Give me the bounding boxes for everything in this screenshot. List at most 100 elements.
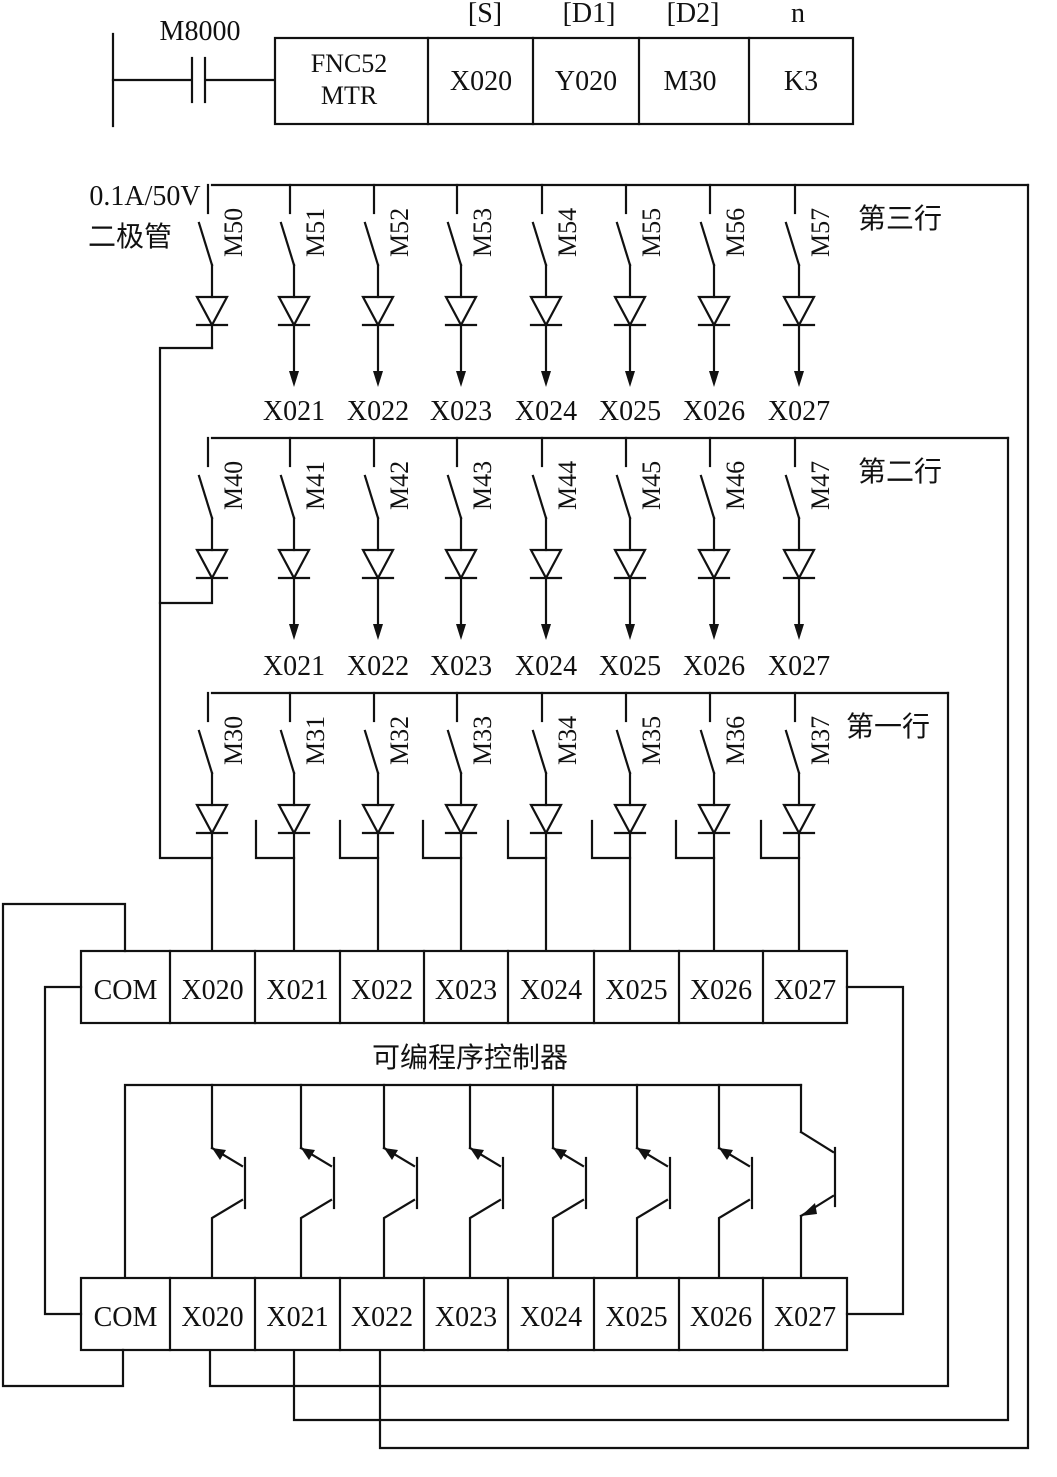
- arrow-head: [373, 624, 383, 640]
- diode-body: [195, 295, 229, 328]
- terminal-x020: X020: [181, 975, 243, 1006]
- terminal-x023: X023: [435, 975, 497, 1006]
- emitter-arrow: [470, 1148, 484, 1160]
- transistor-collector: [717, 1198, 751, 1280]
- arrow-head: [709, 371, 719, 387]
- diode-body: [529, 548, 563, 581]
- row-common-wiring: [158, 183, 1030, 1450]
- row-input-label: X027: [768, 651, 830, 682]
- contact-label: M33: [468, 716, 497, 765]
- matrix-cell: M35: [590, 691, 666, 953]
- diode-body: [444, 548, 478, 581]
- diode-body: [613, 548, 647, 581]
- switch-blade: [615, 474, 632, 520]
- switch-blade: [363, 729, 380, 775]
- contact-label: M35: [637, 716, 666, 765]
- terminal-x023: X023: [435, 1302, 497, 1333]
- diode: [195, 548, 229, 581]
- row-input-label: X023: [430, 651, 492, 682]
- diode: [529, 803, 563, 836]
- terminal-x024: X024: [520, 1302, 582, 1333]
- diode-body: [361, 548, 395, 581]
- diode-body: [529, 803, 563, 836]
- arrow-head: [625, 371, 635, 387]
- row3-return: [378, 183, 1030, 1450]
- matrix-cell: M30: [195, 691, 248, 953]
- matrix-cell: M45: [613, 436, 666, 640]
- row-input-label: X022: [347, 396, 409, 427]
- contact-label: M53: [468, 208, 497, 257]
- arrow-head: [289, 624, 299, 640]
- arrow-head: [709, 624, 719, 640]
- diode-body: [697, 548, 731, 581]
- matrix-cell: M36: [674, 691, 750, 953]
- switch-blade: [279, 474, 296, 520]
- diode-body: [529, 295, 563, 328]
- terminal-x025: X025: [605, 1302, 667, 1333]
- switch-blade: [531, 474, 548, 520]
- row-branch: [506, 819, 548, 860]
- row-branch: [254, 819, 296, 860]
- row-input-label: X022: [347, 651, 409, 682]
- switch-blade: [784, 474, 801, 520]
- diode: [444, 803, 478, 836]
- arrow-head: [373, 371, 383, 387]
- contact-label: M55: [637, 208, 666, 257]
- row-input-label: X025: [599, 651, 661, 682]
- diode-body: [361, 295, 395, 328]
- terminal-x021: X021: [266, 975, 328, 1006]
- emitter-arrow: [301, 1148, 315, 1160]
- contact-label: M36: [721, 716, 750, 765]
- diode: [195, 803, 229, 836]
- switch-blade: [279, 221, 296, 267]
- contact-label: M45: [637, 461, 666, 510]
- row-input-label: X024: [515, 396, 577, 427]
- transistor-collector: [382, 1198, 416, 1280]
- diode: [361, 803, 395, 836]
- row-branch: [674, 819, 716, 860]
- column0-jumper: [158, 346, 214, 605]
- transistor-collector: [635, 1198, 669, 1280]
- row-input-label: X021: [263, 651, 325, 682]
- contact-label: M37: [806, 716, 835, 765]
- contact-label: M32: [385, 716, 414, 765]
- terminal-x022: X022: [351, 1302, 413, 1333]
- contact-label: M44: [553, 461, 582, 510]
- contact-label: M52: [385, 208, 414, 257]
- diode-body: [361, 803, 395, 836]
- arrow-head: [794, 624, 804, 640]
- function-mnemonic: MTR: [321, 81, 378, 110]
- terminal-interconnects: [1, 902, 905, 1388]
- contact-label: M46: [721, 461, 750, 510]
- operand-source: X020: [450, 66, 512, 97]
- switch-blade: [531, 221, 548, 267]
- operand-d1: Y020: [555, 66, 617, 97]
- row-branch: [759, 819, 801, 860]
- switch-blade: [615, 221, 632, 267]
- diode: [277, 548, 311, 581]
- matrix-cell: M50: [195, 183, 248, 350]
- row-branch: [338, 819, 380, 860]
- diode: [613, 295, 647, 328]
- diode-body: [782, 548, 816, 581]
- switch-blade: [197, 221, 214, 267]
- terminal-x021: X021: [266, 1302, 328, 1333]
- transistor: [551, 1083, 588, 1280]
- arrow-head: [541, 371, 551, 387]
- contact-label: M42: [385, 461, 414, 510]
- ladder-instruction: M8000 FNC52 MTR X020 Y020 M30 K3 [S] [D1…: [111, 0, 855, 128]
- diode-body: [444, 295, 478, 328]
- diode-body: [277, 295, 311, 328]
- matrix-cell: M57: [782, 183, 835, 387]
- matrix-cell: M56: [697, 183, 750, 387]
- controller-label: 可编程序控制器: [372, 1042, 568, 1074]
- diode-body: [782, 295, 816, 328]
- terminal-x026: X026: [690, 1302, 752, 1333]
- contact-label: M51: [301, 208, 330, 257]
- matrix-cell: M34: [506, 691, 582, 953]
- matrix-cell: M51: [277, 183, 330, 387]
- diode: [697, 548, 731, 581]
